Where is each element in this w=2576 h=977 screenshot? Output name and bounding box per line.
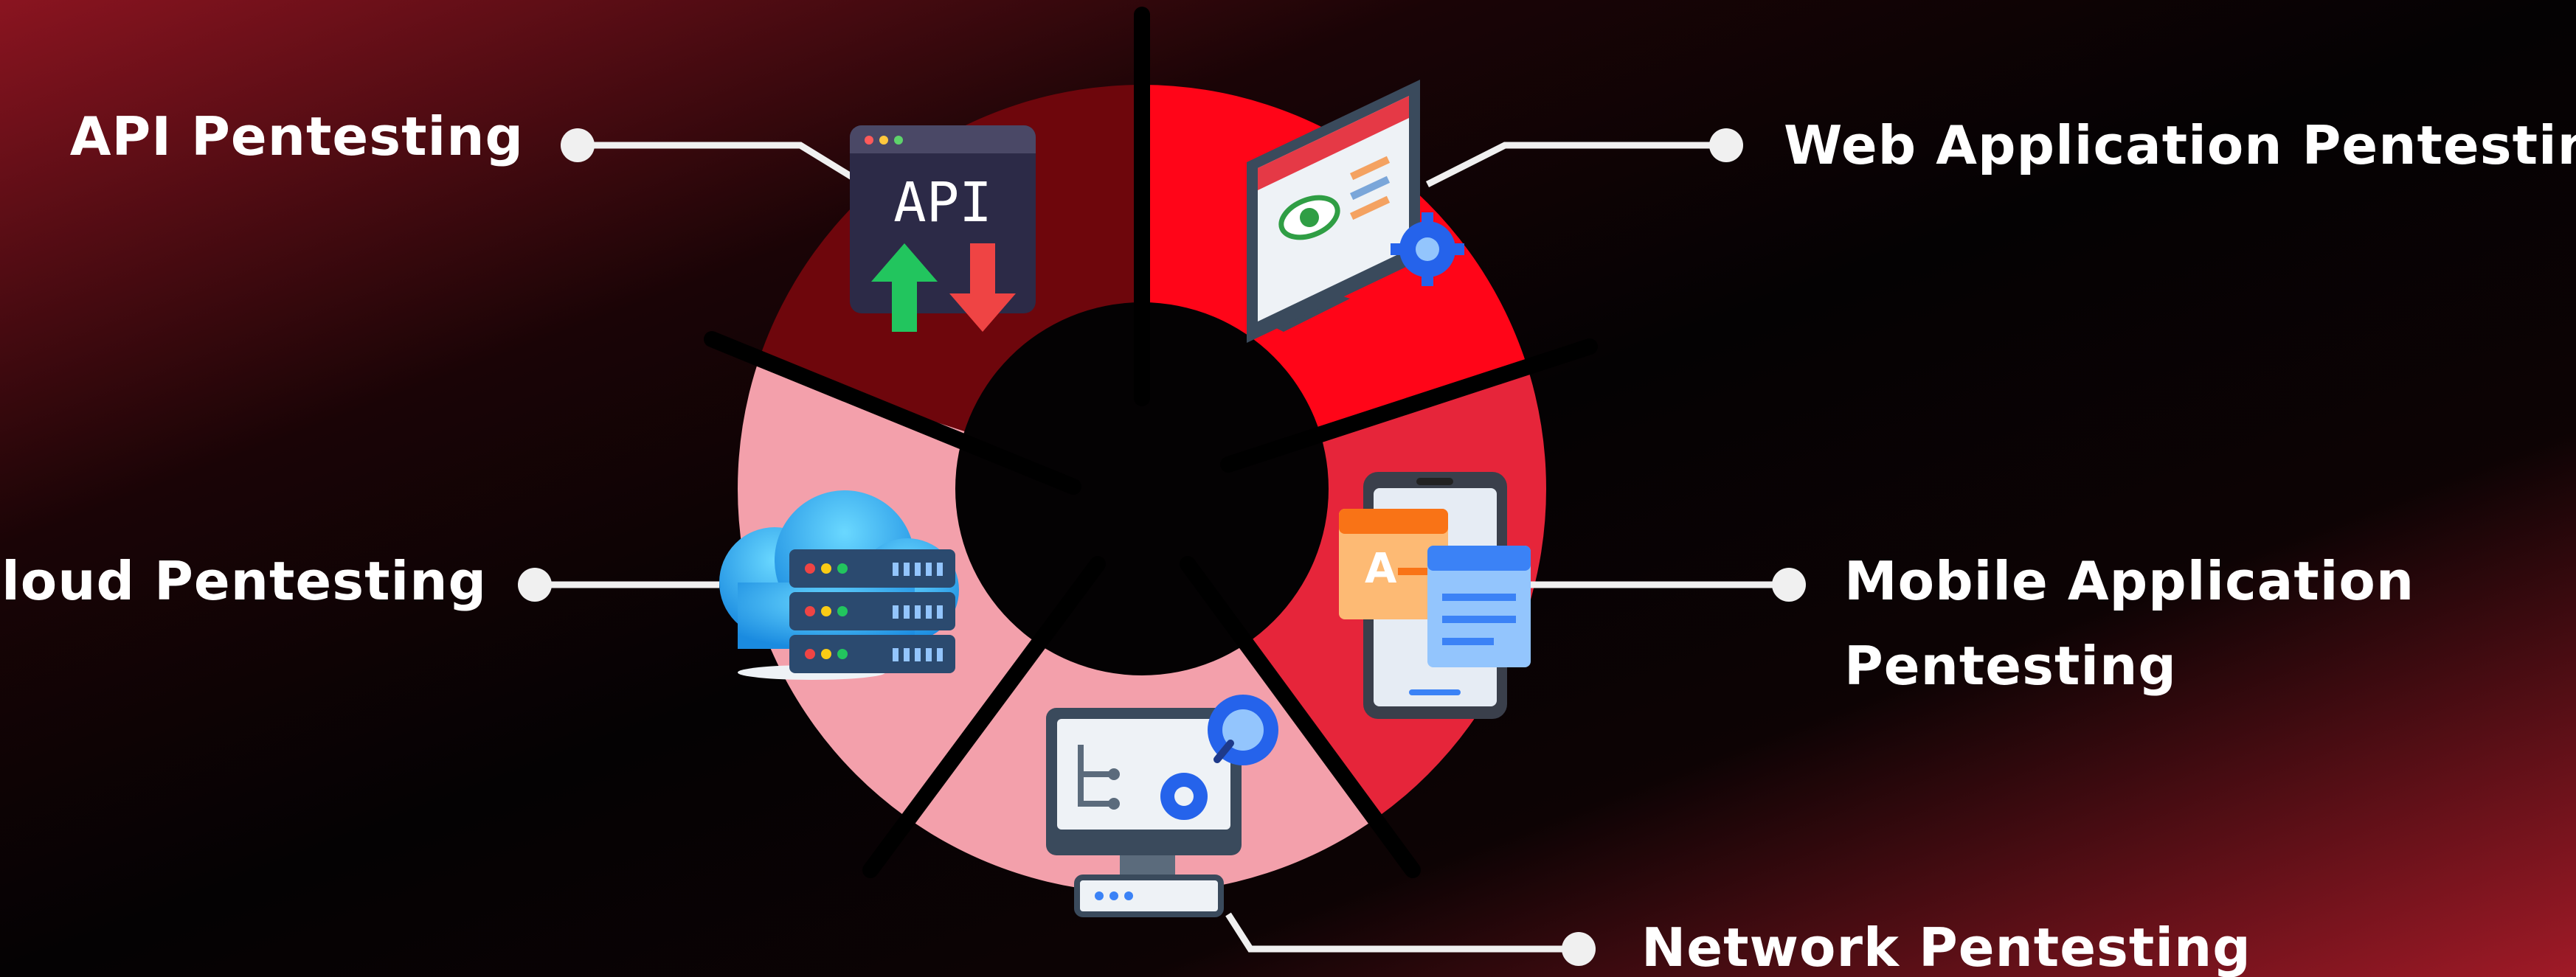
- server-stack: [789, 549, 955, 673]
- dot-cloud: [518, 568, 552, 602]
- divider-lines: [704, 7, 1598, 878]
- svg-text:API: API: [893, 171, 992, 234]
- connectors: [535, 142, 1789, 953]
- divider-upper-right: [1220, 338, 1598, 473]
- segment-network: [904, 489, 1380, 893]
- svg-text:A: A: [1365, 545, 1397, 593]
- network-monitor-icon: [1046, 695, 1278, 917]
- divider-upper-left: [704, 331, 1081, 495]
- label-mobile-application-line-1: Mobile Application: [1844, 550, 2414, 612]
- api-window-icon: API: [850, 125, 1036, 332]
- divider-lower-left: [862, 556, 1106, 878]
- connector-network: [1225, 912, 1579, 953]
- label-api-pentesting: API Pentesting: [70, 105, 524, 167]
- dot-network: [1562, 932, 1596, 966]
- dot-mobile: [1772, 568, 1806, 602]
- dot-web: [1709, 128, 1743, 162]
- ring-hole: [955, 302, 1329, 675]
- web-monitor-eye-icon: [1247, 80, 1464, 343]
- divider-lower-right: [1180, 556, 1421, 878]
- label-cloud-pentesting: Cloud Pentesting: [0, 550, 487, 612]
- label-network-pentesting: Network Pentesting: [1641, 917, 2251, 977]
- labels: API Pentesting Web Application Pentestin…: [0, 105, 2576, 977]
- mobile-app-icon: A: [1339, 472, 1531, 719]
- connector-web: [1425, 142, 1726, 188]
- dot-api: [561, 128, 595, 162]
- cloud-server-icon: [719, 490, 959, 680]
- connector-api: [575, 142, 854, 180]
- connector-dots: [518, 128, 1806, 966]
- label-mobile-application-line-2: Pentesting: [1844, 635, 2177, 697]
- label-web-application-pentesting: Web Application Pentesting: [1784, 114, 2576, 176]
